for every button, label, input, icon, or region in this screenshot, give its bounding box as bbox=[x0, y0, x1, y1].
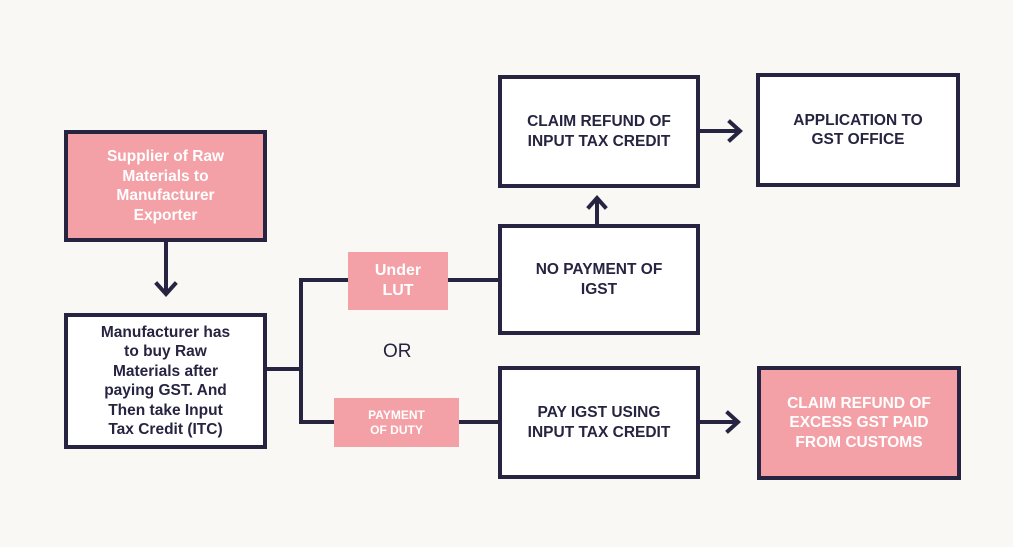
no-payment-box: NO PAYMENT OF IGST bbox=[498, 224, 700, 335]
application-box: APPLICATION TO GST OFFICE bbox=[756, 73, 960, 187]
payment-of-duty-label: PAYMENT OF DUTY bbox=[368, 407, 425, 437]
manufacturer-label: Manufacturer has to buy Raw Materials af… bbox=[100, 323, 231, 439]
arrowhead-down bbox=[154, 281, 178, 297]
arrowhead-right-bottom bbox=[725, 410, 741, 434]
application-label: APPLICATION TO GST OFFICE bbox=[793, 111, 923, 149]
claim-itc-box: CLAIM REFUND OF INPUT TAX CREDIT bbox=[498, 75, 700, 188]
or-label: OR bbox=[383, 341, 412, 362]
supplier-box: Supplier of Raw Materials to Manufacture… bbox=[64, 130, 267, 242]
pay-igst-box: PAY IGST USING INPUT TAX CREDIT bbox=[498, 366, 700, 479]
no-payment-label: NO PAYMENT OF IGST bbox=[535, 261, 663, 298]
under-lut-tag: Under LUT bbox=[348, 252, 448, 310]
arrowhead-up bbox=[586, 194, 608, 210]
claim-itc-label: CLAIM REFUND OF INPUT TAX CREDIT bbox=[527, 113, 671, 150]
claim-excess-box: CLAIM REFUND OF EXCESS GST PAID FROM CUS… bbox=[757, 366, 961, 480]
arrowhead-right-top bbox=[727, 119, 743, 143]
pay-igst-label: PAY IGST USING INPUT TAX CREDIT bbox=[527, 404, 671, 441]
manufacturer-box: Manufacturer has to buy Raw Materials af… bbox=[64, 313, 267, 449]
under-lut-label: Under LUT bbox=[374, 262, 422, 299]
supplier-label: Supplier of Raw Materials to Manufacture… bbox=[106, 148, 225, 224]
claim-excess-label: CLAIM REFUND OF EXCESS GST PAID FROM CUS… bbox=[787, 394, 931, 451]
payment-of-duty-tag: PAYMENT OF DUTY bbox=[334, 398, 459, 447]
